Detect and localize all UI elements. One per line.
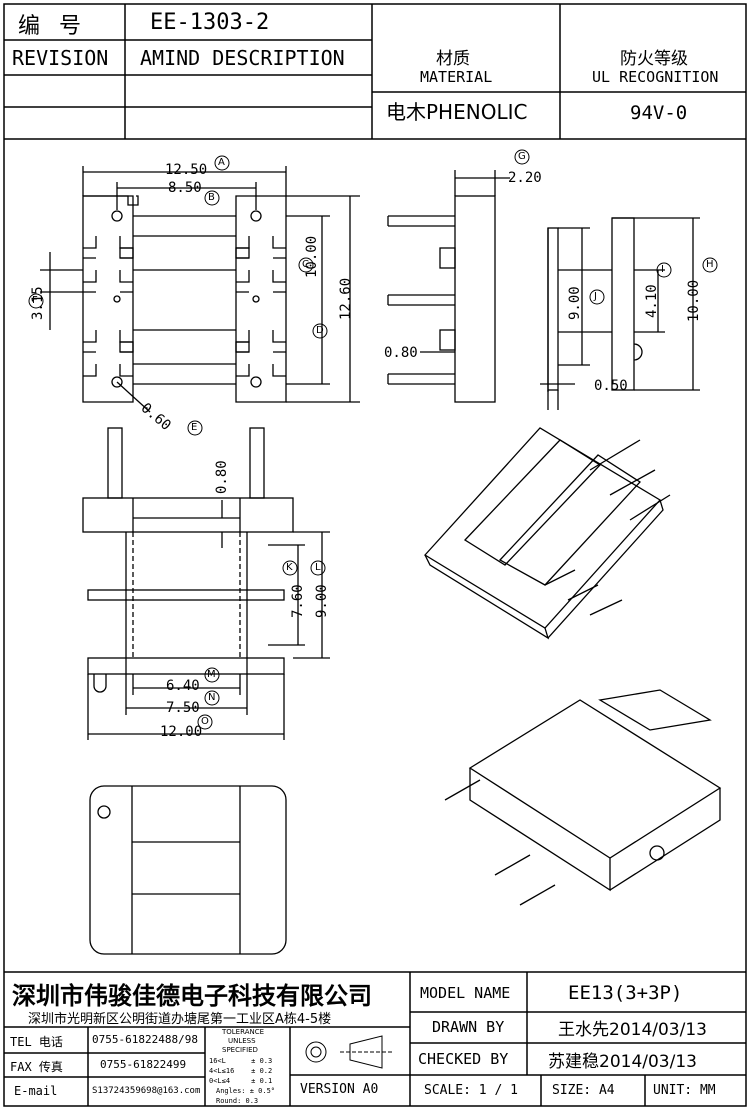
email-label: E-mail: [14, 1084, 58, 1098]
dim-h-label: 10.00: [686, 279, 702, 322]
part-number: EE-1303-2: [150, 10, 270, 35]
tel-label: TEL 电话: [10, 1035, 63, 1049]
dim-l-label: 9.00: [314, 584, 330, 618]
dim-a-label: 12.50: [165, 162, 208, 178]
callout-h: H: [706, 259, 714, 270]
callout-m: M: [207, 669, 216, 680]
tolerance-round: Round: 0.3: [216, 1097, 259, 1105]
fax-label: FAX 传真: [10, 1060, 63, 1074]
email-value: S13724359698@163.com: [92, 1086, 201, 1096]
tolerance-specified: SPECIFIED: [222, 1046, 258, 1054]
callout-c: C: [302, 259, 309, 270]
dim-p2-label: 0.50: [594, 378, 628, 394]
callout-k: K: [286, 562, 293, 573]
tolerance-row-1: 16<L ± 0.3: [209, 1057, 273, 1065]
size-label: SIZE: A4: [552, 1083, 615, 1098]
dim-d-label: 12.60: [338, 277, 354, 320]
company-name: 深圳市伟骏佳德电子科技有限公司: [12, 982, 372, 1010]
callout-b: B: [208, 192, 215, 203]
ul-en-label: UL RECOGNITION: [592, 68, 719, 86]
dim-n1-label: 6.40: [166, 678, 200, 694]
callout-a: A: [218, 157, 225, 168]
tolerance-title: TOLERANCE: [222, 1028, 265, 1036]
callout-n: N: [208, 692, 216, 703]
side-view-right: [387, 170, 700, 410]
number-label: 编 号: [18, 14, 87, 39]
model-name-label: MODEL NAME: [420, 984, 511, 1002]
tel-value: 0755-61822488/98: [92, 1033, 198, 1046]
callout-g: G: [518, 151, 526, 162]
ul-cn-label: 防火等级: [620, 49, 688, 69]
tolerance-row-2: 4<L≤16 ± 0.2: [209, 1067, 273, 1075]
tolerance-unless: UNLESS: [228, 1037, 256, 1045]
version-label: VERSION A0: [300, 1082, 379, 1097]
top-view: [89, 785, 287, 955]
callout-e: E: [191, 422, 198, 433]
scale-label: SCALE: 1 / 1: [424, 1083, 518, 1098]
checked-by-value: 苏建稳2014/03/13: [548, 1052, 697, 1072]
dim-j-label: 9.00: [567, 286, 583, 320]
ul-value: 94V-0: [630, 102, 688, 124]
dim-c-label: 10.00: [304, 235, 320, 278]
material-cn-label: 材质: [436, 49, 470, 69]
dim-i-label: 4.10: [644, 284, 660, 318]
unit-label: UNIT: MM: [653, 1083, 716, 1098]
material-value: 电木PHENOLIC: [386, 100, 528, 124]
drawn-by-value: 王水先2014/03/13: [558, 1020, 707, 1040]
isometric-view-2: [444, 689, 722, 906]
dim-m-label: 0.80: [214, 460, 230, 494]
callout-i: I: [661, 264, 664, 275]
callout-l: L: [315, 562, 321, 573]
tolerance-angles: Angles: ± 0.5°: [216, 1087, 276, 1095]
dim-p1-label: 0.80: [384, 345, 418, 361]
front-view-top: [40, 166, 360, 413]
checked-by-label: CHECKED BY: [418, 1050, 509, 1068]
tolerance-row-3: 0<L≤4 ± 0.1: [209, 1077, 273, 1085]
callout-o: O: [201, 716, 209, 727]
amind-description-label: AMIND DESCRIPTION: [140, 46, 345, 70]
front-elevation: [82, 427, 330, 740]
callout-j: J: [594, 291, 597, 302]
fax-value: 0755-61822499: [100, 1058, 187, 1071]
material-en-label: MATERIAL: [420, 68, 493, 86]
isometric-view-1: [423, 427, 671, 640]
revision-label: REVISION: [12, 46, 109, 70]
model-name-value: EE13(3+3P): [568, 982, 683, 1004]
callout-d: D: [316, 325, 324, 336]
dim-k-label: 7.60: [290, 584, 306, 618]
callout-f: F: [32, 295, 38, 306]
dim-n2-label: 7.50: [166, 700, 200, 716]
dim-g-label: 2.20: [508, 170, 542, 186]
dim-o-label: 12.00: [160, 724, 203, 740]
drawn-by-label: DRAWN BY: [432, 1018, 505, 1036]
dim-b-label: 8.50: [168, 180, 202, 196]
company-address: 深圳市光明新区公明街道办塘尾第一工业区A栋4-5楼: [28, 1012, 332, 1027]
